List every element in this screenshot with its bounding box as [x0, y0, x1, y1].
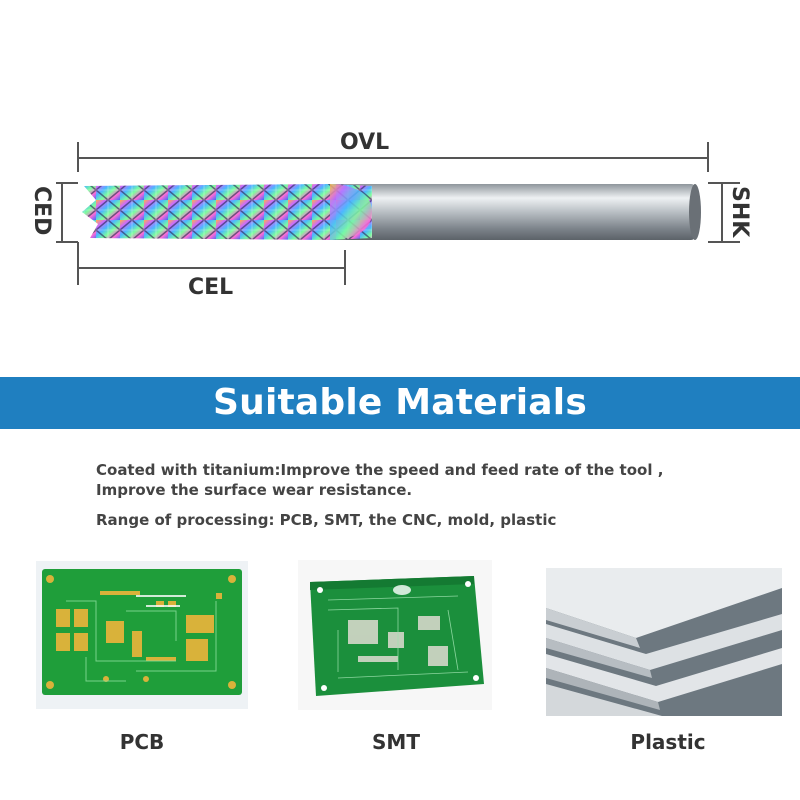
- ced-label: CED: [29, 186, 54, 236]
- caption-pcb: PCB: [119, 730, 165, 754]
- description-line-1: Coated with titanium:Improve the speed a…: [96, 461, 664, 479]
- smt-board-image: [298, 560, 492, 710]
- flute-transition: [330, 184, 372, 240]
- pcb-board-image: [36, 561, 248, 709]
- end-mill-illustration: [56, 142, 740, 285]
- banner-title: Suitable Materials: [213, 382, 587, 423]
- shk-label: SHK: [727, 186, 752, 238]
- description-line-3: Range of processing: PCB, SMT, the CNC, …: [96, 511, 557, 529]
- caption-smt: SMT: [372, 730, 420, 754]
- ovl-label: OVL: [340, 130, 390, 155]
- section-banner: Suitable Materials: [0, 377, 800, 429]
- caption-plastic: Plastic: [630, 730, 706, 754]
- cel-label: CEL: [188, 275, 234, 300]
- cutting-flutes: [82, 184, 372, 240]
- description-line-2: Improve the surface wear resistance.: [96, 481, 413, 499]
- tool-shank: [330, 184, 695, 240]
- plastic-sheets-image: [546, 568, 782, 716]
- dimension-ticks: [78, 157, 708, 269]
- tool-dimension-diagram: OVL CEL CED SHK: [0, 0, 800, 360]
- shank-end: [689, 184, 701, 240]
